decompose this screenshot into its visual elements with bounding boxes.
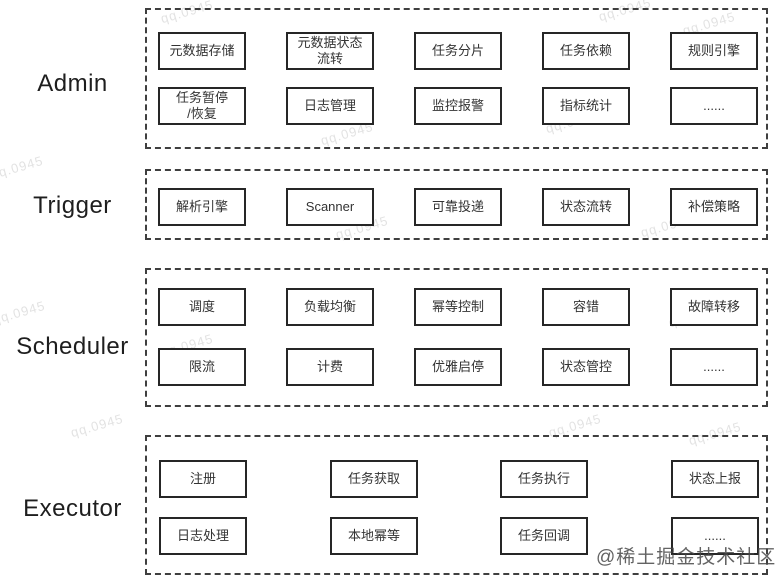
section-label-trigger: Trigger	[33, 192, 112, 219]
section-label-scheduler: Scheduler	[16, 333, 129, 360]
component-box-status-report: 状态上报	[671, 460, 759, 498]
component-box-graceful-start-stop: 优雅启停	[414, 348, 502, 386]
component-box-ellipsis: ......	[670, 348, 758, 386]
component-box-billing: 计费	[286, 348, 374, 386]
component-box-task-pause-resume: 任务暂停 /恢复	[158, 87, 246, 125]
component-box-register: 注册	[159, 460, 247, 498]
faint-watermark: qq.0945	[68, 410, 126, 441]
component-box-metadata-storage: 元数据存储	[158, 32, 246, 70]
component-box-reliable-delivery: 可靠投递	[414, 188, 502, 226]
scheduler-row-1: 调度 负载均衡 幂等控制 容错 故障转移	[147, 288, 766, 326]
admin-section-container: 元数据存储 元数据状态 流转 任务分片 任务依赖 规则引擎 任务暂停 /恢复 日…	[145, 8, 768, 149]
component-box-scheduling: 调度	[158, 288, 246, 326]
component-box-ellipsis: ......	[670, 87, 758, 125]
executor-row-2: 日志处理 本地幂等 任务回调 ......	[147, 517, 766, 555]
component-box-ellipsis: ......	[671, 517, 759, 555]
component-box-task-fetch: 任务获取	[330, 460, 418, 498]
component-box-parse-engine: 解析引擎	[158, 188, 246, 226]
component-box-failover: 故障转移	[670, 288, 758, 326]
component-box-monitor-alert: 监控报警	[414, 87, 502, 125]
component-box-task-dependency: 任务依赖	[542, 32, 630, 70]
component-box-task-callback: 任务回调	[500, 517, 588, 555]
component-box-metadata-state-flow: 元数据状态 流转	[286, 32, 374, 70]
section-label-admin: Admin	[37, 70, 108, 97]
admin-row-1: 元数据存储 元数据状态 流转 任务分片 任务依赖 规则引擎	[147, 32, 766, 70]
section-label-executor: Executor	[23, 495, 122, 522]
component-box-rule-engine: 规则引擎	[670, 32, 758, 70]
admin-row-2: 任务暂停 /恢复 日志管理 监控报警 指标统计 ......	[147, 87, 766, 125]
component-box-metric-statistics: 指标统计	[542, 87, 630, 125]
component-box-local-idempotence: 本地幂等	[330, 517, 418, 555]
component-box-fault-tolerance: 容错	[542, 288, 630, 326]
component-box-load-balancing: 负载均衡	[286, 288, 374, 326]
scheduler-section-container: 调度 负载均衡 幂等控制 容错 故障转移 限流 计费 优雅启停 状态管控 ...…	[145, 268, 768, 407]
trigger-section-container: 解析引擎 Scanner 可靠投递 状态流转 补偿策略	[145, 169, 768, 240]
trigger-row-1: 解析引擎 Scanner 可靠投递 状态流转 补偿策略	[147, 188, 766, 226]
component-box-rate-limiting: 限流	[158, 348, 246, 386]
faint-watermark: qq.0945	[0, 297, 48, 328]
component-box-state-flow: 状态流转	[542, 188, 630, 226]
component-box-state-control: 状态管控	[542, 348, 630, 386]
executor-row-1: 注册 任务获取 任务执行 状态上报	[147, 460, 766, 498]
faint-watermark: qq.0945	[0, 152, 46, 183]
community-watermark: @稀土掘金技术社区	[596, 547, 776, 568]
component-box-task-sharding: 任务分片	[414, 32, 502, 70]
executor-section-container: 注册 任务获取 任务执行 状态上报 日志处理 本地幂等 任务回调 ......	[145, 435, 768, 575]
component-box-scanner: Scanner	[286, 188, 374, 226]
component-box-log-management: 日志管理	[286, 87, 374, 125]
component-box-task-execute: 任务执行	[500, 460, 588, 498]
component-box-compensation-strategy: 补偿策略	[670, 188, 758, 226]
component-box-idempotent-control: 幂等控制	[414, 288, 502, 326]
component-box-log-processing: 日志处理	[159, 517, 247, 555]
scheduler-row-2: 限流 计费 优雅启停 状态管控 ......	[147, 348, 766, 386]
